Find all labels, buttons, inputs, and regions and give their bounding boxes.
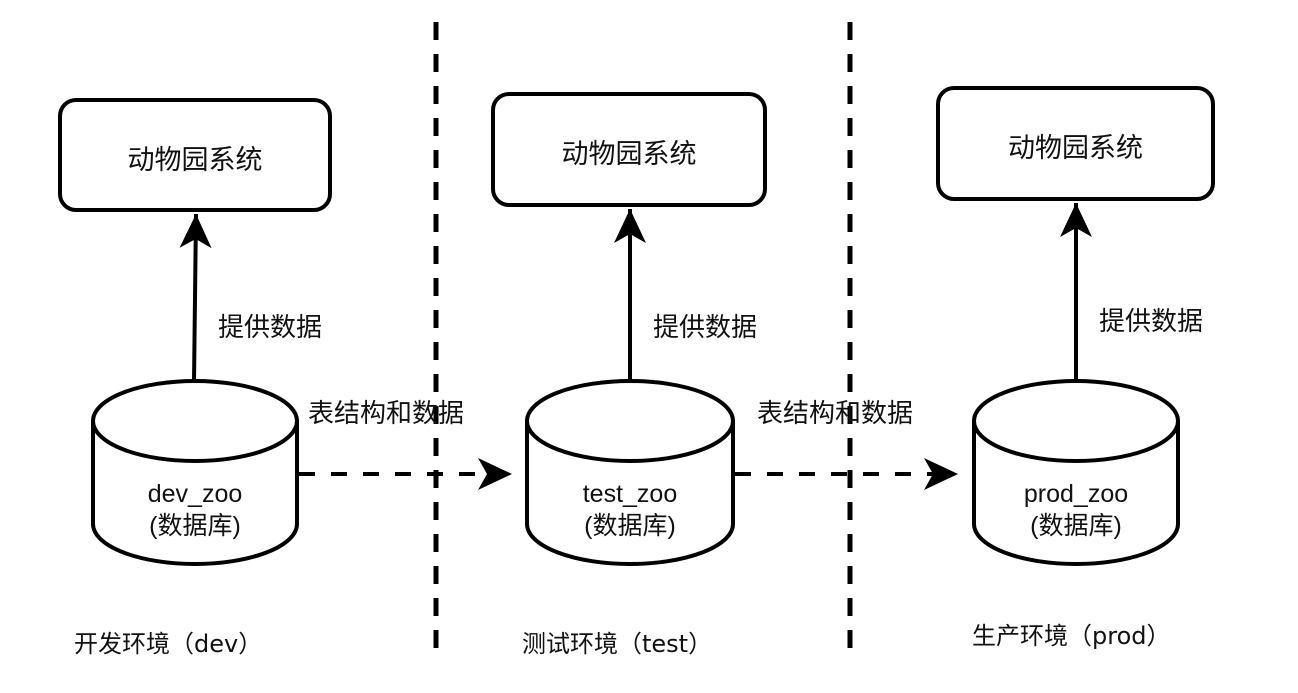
database-cylinder-test[interactable] [525,379,735,566]
system-label-prod: 动物园系统 [1008,133,1143,164]
db-type-test: (数据库) [584,512,676,540]
system-label-dev: 动物园系统 [127,145,263,176]
migration-label-dev-to-test: 表结构和数据 [308,399,465,429]
db-label-prod: prod_zoo (数据库) [974,478,1178,542]
database-cylinder-prod[interactable] [972,379,1180,566]
db-name-dev: dev_zoo [147,480,243,508]
db-name-test: test_zoo [582,480,678,508]
db-type-prod: (数据库) [1030,512,1122,540]
system-box-test[interactable] [491,92,767,207]
provide-label-test: 提供数据 [653,313,758,343]
provide-arrow-dev [179,213,212,383]
system-box-dev[interactable] [58,98,332,212]
db-name-prod: prod_zoo [1023,480,1129,508]
database-cylinder-dev[interactable] [91,379,299,566]
migration-label-test-to-prod: 表结构和数据 [757,399,914,429]
system-box-prod[interactable] [936,86,1215,201]
env-label-test: 测试环境（test） [522,630,713,658]
provide-label-dev: 提供数据 [218,313,323,343]
db-label-test: test_zoo (数据库) [527,478,733,542]
provide-label-prod: 提供数据 [1099,307,1204,337]
env-label-dev: 开发环境（dev） [74,630,263,658]
db-type-dev: (数据库) [149,512,241,540]
system-label-test: 动物园系统 [561,139,697,170]
env-label-prod: 生产环境（prod） [972,622,1171,650]
db-label-dev: dev_zoo (数据库) [93,478,297,542]
